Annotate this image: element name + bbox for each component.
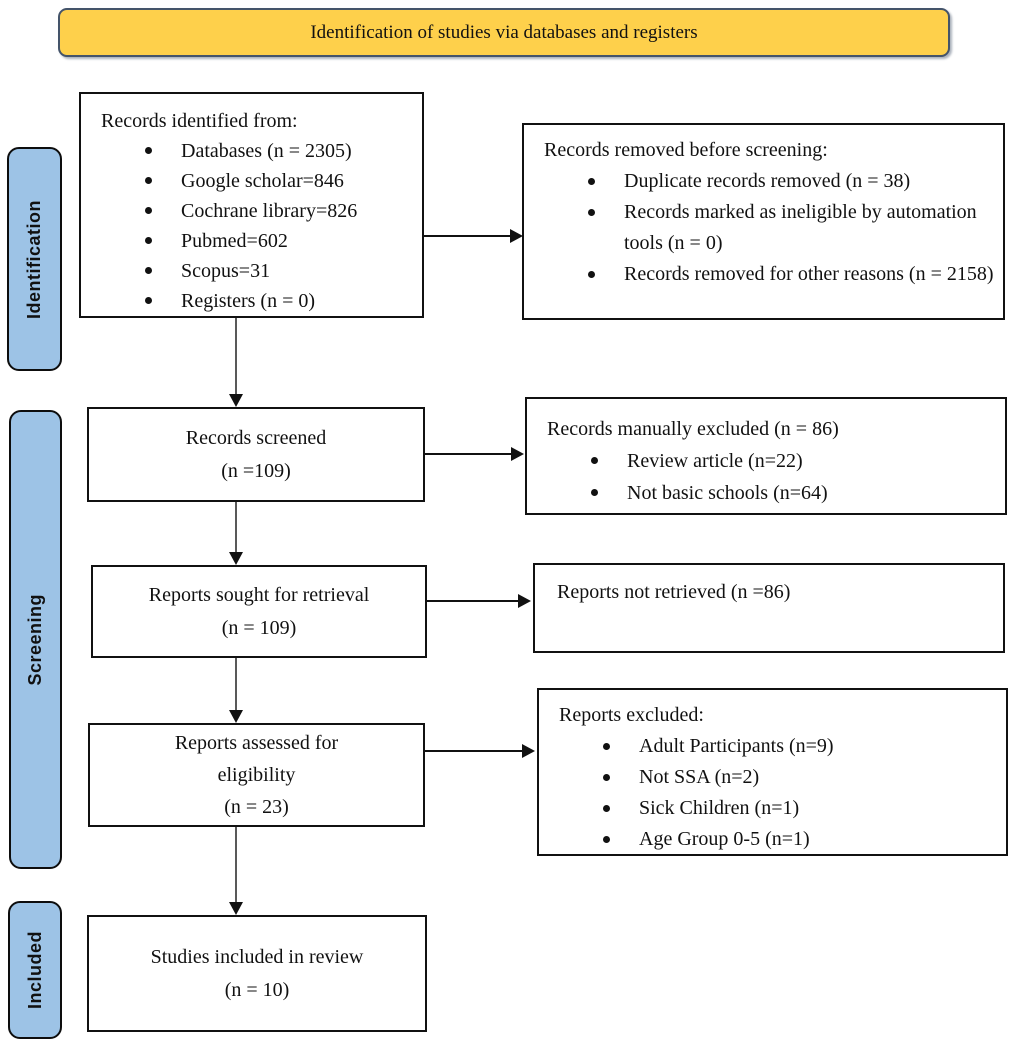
box-reports-sought-line1: Reports sought for retrieval [148,583,370,606]
box-studies-included-line1: Studies included in review [150,945,364,968]
box-reports-not-retrieved: Reports not retrieved (n =86) [533,563,1005,653]
box-records-identified: Records identified from: Databases (n = … [79,92,424,318]
box-reports-excluded-heading: Reports excluded: [559,704,704,726]
box-records-removed: Records removed before screening: Duplic… [522,123,1005,320]
box-records-manually-excluded: Records manually excluded (n = 86) Revie… [525,397,1007,515]
bullet-item: Age Group 0-5 (n=1) [539,824,1006,855]
stage-label-identification-text: Identification [24,199,44,319]
box-records-removed-bullets: Duplicate records removed (n = 38)Record… [524,166,1003,290]
banner: Identification of studies via databases … [58,8,950,57]
box-reports-excluded: Reports excluded: Adult Participants (n=… [537,688,1008,856]
box-studies-included-line2: (n = 10) [224,978,290,1001]
stage-label-screening: Screening [9,410,62,869]
stage-label-identification: Identification [7,147,62,371]
stage-label-included: Included [8,901,62,1039]
box-records-screened: Records screened (n =109) [87,407,425,502]
box-reports-assessed-line2: eligibility [217,764,296,786]
box-records-identified-heading: Records identified from: [101,110,298,132]
bullet-item: Records removed for other reasons (n = 2… [524,259,1003,290]
bullet-item: Review article (n=22) [527,445,1005,477]
box-records-screened-line1: Records screened [185,426,327,449]
box-reports-assessed-line1: Reports assessed for [174,732,339,754]
box-records-removed-heading: Records removed before screening: [544,139,828,161]
bullet-item: Databases (n = 2305) [81,136,422,166]
stage-label-screening-text: Screening [25,593,45,686]
bullet-item: Cochrane library=826 [81,196,422,226]
box-reports-sought: Reports sought for retrieval (n = 109) [91,565,427,658]
box-studies-included: Studies included in review (n = 10) [87,915,427,1032]
bullet-item: Not basic schools (n=64) [527,477,1005,509]
box-reports-not-retrieved-text: Reports not retrieved (n =86) [557,581,791,603]
bullet-item: Registers (n = 0) [81,286,422,316]
bullet-item: Pubmed=602 [81,226,422,256]
bullet-item: Scopus=31 [81,256,422,286]
bullet-item: Sick Children (n=1) [539,793,1006,824]
box-reports-assessed-line3: (n = 23) [224,796,289,818]
box-reports-excluded-bullets: Adult Participants (n=9)Not SSA (n=2)Sic… [539,731,1006,855]
box-reports-sought-line2: (n = 109) [221,616,297,639]
box-records-screened-line2: (n =109) [221,459,291,482]
banner-title: Identification of studies via databases … [310,21,698,43]
box-records-manually-excluded-bullets: Review article (n=22)Not basic schools (… [527,445,1005,509]
bullet-item: Adult Participants (n=9) [539,731,1006,762]
bullet-item: Google scholar=846 [81,166,422,196]
bullet-item: Duplicate records removed (n = 38) [524,166,1003,197]
bullet-item: Records marked as ineligible by automati… [524,197,1003,259]
box-reports-assessed: Reports assessed for eligibility (n = 23… [88,723,425,827]
stage-label-included-text: Included [24,930,45,1009]
bullet-item: Not SSA (n=2) [539,762,1006,793]
box-records-manually-excluded-heading: Records manually excluded (n = 86) [547,418,839,440]
